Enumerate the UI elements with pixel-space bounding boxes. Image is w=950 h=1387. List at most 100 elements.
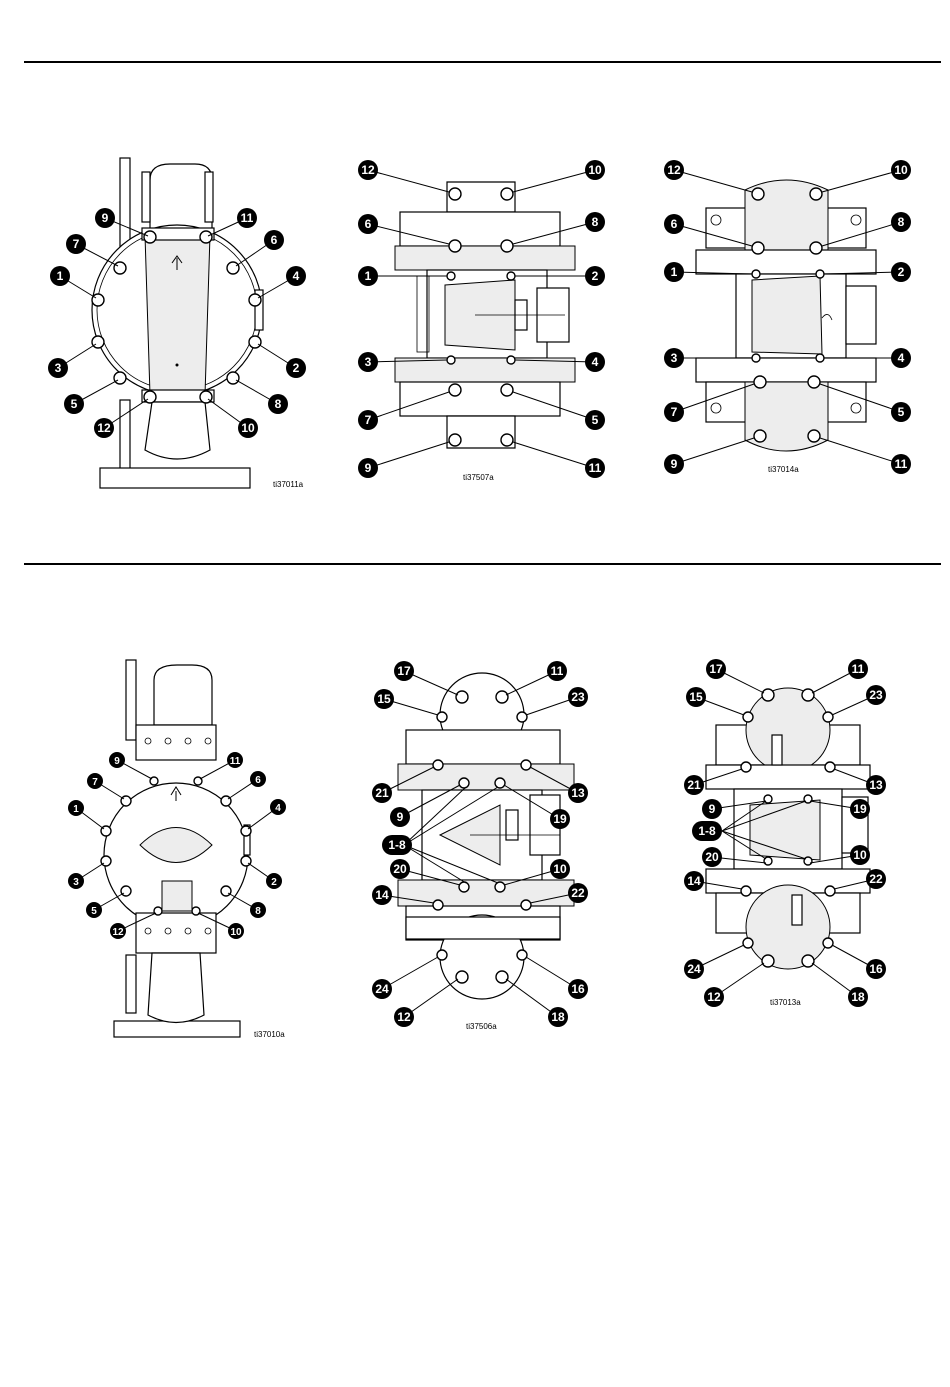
callout-7: 7 [671,405,678,419]
callout-3: 3 [55,361,62,375]
callout-1: 1 [73,804,79,815]
callout-11: 11 [895,457,908,471]
callout-20: 20 [393,862,407,876]
callout-5: 5 [71,397,78,411]
callout-15: 15 [689,690,703,704]
fig-bottom-left: 9 11 7 6 1 4 3 2 5 8 12 10 ti37010a [62,655,312,1045]
callout-10: 10 [588,163,602,177]
callout-13: 13 [869,778,883,792]
pump-top-drawing [395,182,575,448]
callout-12: 12 [667,163,681,177]
callout-4: 4 [293,269,300,283]
pump-top-drawing [398,673,574,999]
callout-9: 9 [671,457,678,471]
callout-23: 23 [869,688,883,702]
callout-12: 12 [112,927,124,938]
callout-9: 9 [709,802,716,816]
callout-24: 24 [687,962,701,976]
fig-top-right: 12 10 6 8 1 2 3 4 7 5 9 11 ti37014a [660,150,915,480]
callout-3: 3 [365,355,372,369]
fig-top-middle: 12 10 6 8 1 2 3 4 7 5 9 11 ti37507a [355,150,615,490]
callout-10: 10 [853,848,867,862]
figure-id-label: ti37507a [463,473,494,482]
callout-11: 11 [230,756,241,767]
callout-22: 22 [869,872,883,886]
callout-6: 6 [271,233,278,247]
callout-17: 17 [397,664,411,678]
callout-16: 16 [869,962,883,976]
callout-7: 7 [92,777,98,788]
callout-18: 18 [551,1010,565,1024]
callout-12: 12 [361,163,375,177]
callout-19: 19 [853,802,867,816]
callout-2: 2 [293,361,300,375]
callout-12: 12 [397,1010,411,1024]
callout-3: 3 [73,877,79,888]
top-divider [24,61,941,63]
callout-9: 9 [397,810,404,824]
callout-1-8: 1-8 [388,838,406,852]
callout-6: 6 [255,775,261,786]
callout-12: 12 [97,421,111,435]
callout-15: 15 [377,692,391,706]
fig-bottom-right: 17 11 15 23 21 13 9 19 1-8 10 20 14 22 2… [670,655,920,1015]
callout-2: 2 [271,877,277,888]
callout-11: 11 [241,211,254,225]
figure-id-label: ti37506a [466,1022,497,1031]
callout-12: 12 [707,990,721,1004]
callout-10: 10 [230,927,242,938]
callout-1-8: 1-8 [698,824,716,838]
callout-9: 9 [365,461,372,475]
callout-11: 11 [551,664,564,678]
middle-divider [24,563,941,565]
callout-3: 3 [671,351,678,365]
callout-21: 21 [687,778,701,792]
callout-5: 5 [91,906,97,917]
callout-6: 6 [671,217,678,231]
callout-4: 4 [275,803,281,814]
figure-id-label: ti37013a [770,998,801,1007]
callout-7: 7 [73,237,80,251]
callout-4: 4 [898,351,905,365]
callout-23: 23 [571,690,585,704]
callout-13: 13 [571,786,585,800]
callout-1: 1 [365,269,372,283]
callout-5: 5 [898,405,905,419]
fig-bottom-middle: 17 11 15 23 21 13 9 19 1-8 10 20 14 22 2… [360,655,615,1035]
figure-id-label: ti37010a [254,1030,285,1039]
callout-9: 9 [102,211,109,225]
pump-front-drawing [104,660,250,1037]
pump-front-drawing [92,158,263,488]
callout-21: 21 [375,786,389,800]
callout-16: 16 [571,982,585,996]
callout-10: 10 [894,163,908,177]
callout-8: 8 [275,397,282,411]
callout-18: 18 [851,990,865,1004]
callout-11: 11 [589,461,602,475]
callout-7: 7 [365,413,372,427]
callout-17: 17 [709,662,723,676]
callout-6: 6 [365,217,372,231]
callout-22: 22 [571,886,585,900]
callout-10: 10 [553,862,567,876]
callout-19: 19 [553,812,567,826]
figure-id-label: ti37014a [768,465,799,474]
callout-9: 9 [114,756,120,767]
callout-11: 11 [852,662,865,676]
callout-14: 14 [687,874,701,888]
callout-8: 8 [255,906,261,917]
callout-24: 24 [375,982,389,996]
callout-20: 20 [705,850,719,864]
callout-14: 14 [375,888,389,902]
callout-10: 10 [241,421,255,435]
callout-2: 2 [898,265,905,279]
pump-top-drawing [696,180,876,451]
callout-2: 2 [592,269,599,283]
callout-4: 4 [592,355,599,369]
fig-top-left: 9 11 7 6 1 4 3 2 5 8 12 10 ti37011a [40,150,320,500]
pump-top-drawing [706,688,870,969]
callout-5: 5 [592,413,599,427]
callout-1: 1 [57,269,64,283]
callout-8: 8 [592,215,599,229]
callout-8: 8 [898,215,905,229]
